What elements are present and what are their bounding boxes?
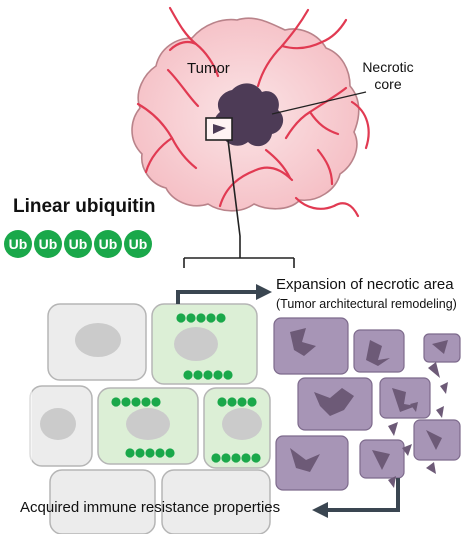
nucleus (75, 323, 121, 357)
normal-cell (161, 469, 271, 534)
resistance-arrowhead (312, 502, 328, 518)
nucleus (222, 408, 262, 440)
nucleus (126, 408, 170, 440)
ubiquitin-bead: Ub (34, 230, 62, 258)
normal-cell (49, 469, 156, 534)
necrotic-fragments (388, 362, 448, 488)
remodeling-label: (Tumor architectural remodeling) (276, 297, 457, 311)
acquired-resistance-label: Acquired immune resistance properties (20, 499, 281, 516)
zoom-box-fragment (213, 124, 226, 134)
cell-tissue (0, 286, 271, 534)
necrotic-cells (273, 317, 461, 491)
ubiquitin-bead: Ub (64, 230, 92, 258)
expansion-label: Expansion of necrotic area (276, 276, 454, 293)
blood-vessels (136, 6, 370, 218)
resistance-arrow (326, 478, 400, 512)
necrotic-core-label: Necrotic core (362, 59, 414, 92)
ubiquitin-bead: Ub (4, 230, 32, 258)
expansion-arrowhead (256, 284, 272, 300)
linear-ubiquitin-title: Linear ubiquitin (13, 196, 156, 217)
expansion-arrow (176, 290, 258, 304)
nucleus (40, 408, 76, 440)
ubiquitin-bead: Ub (94, 230, 122, 258)
necrotic-core-leader (271, 91, 367, 115)
nucleus (174, 327, 218, 361)
tumor-label: Tumor (187, 60, 230, 77)
ubiquitin-bead: Ub (124, 230, 152, 258)
ubiquitin-dots (111, 313, 261, 463)
tissue-fade-left (0, 286, 32, 534)
zoom-connector (227, 139, 241, 258)
